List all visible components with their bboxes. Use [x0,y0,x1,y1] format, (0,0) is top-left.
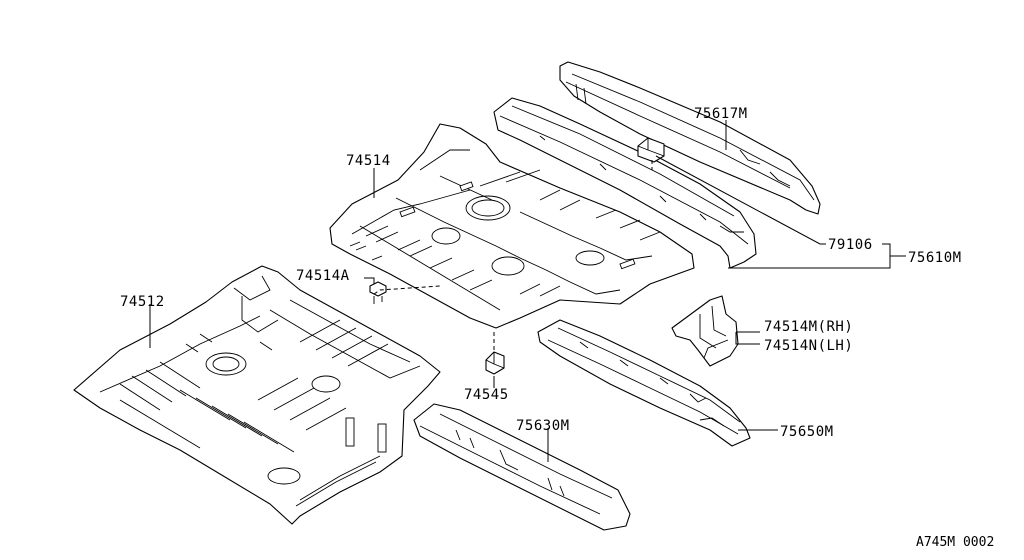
label-79106: 79106 [828,237,873,253]
label-74514n-lh: 74514N(LH) [764,338,853,354]
label-74512: 74512 [120,294,165,310]
part-75617m [559,61,821,215]
part-labels: 74512 74514 74514A 74545 75630M 75617M 7… [120,106,994,550]
part-74514 [329,123,695,329]
part-75630m [413,403,631,531]
part-74512 [73,265,441,525]
part-75650m [537,319,751,447]
part-74514a [369,281,387,304]
part-75610m [493,97,757,269]
diagram-code: A745M 0002 [916,535,994,550]
label-74545: 74545 [464,387,509,403]
label-75650m: 75650M [780,424,834,440]
leader-lines [149,120,906,462]
label-74514: 74514 [346,153,391,169]
label-74514m-rh: 74514M(RH) [764,319,853,335]
part-79106 [637,137,665,163]
label-75630m: 75630M [516,418,570,434]
label-75617m: 75617M [694,106,748,122]
label-74514a: 74514A [296,268,350,284]
part-74514m-74514n [671,295,739,367]
part-74545 [485,351,505,375]
label-75610m: 75610M [908,250,962,266]
